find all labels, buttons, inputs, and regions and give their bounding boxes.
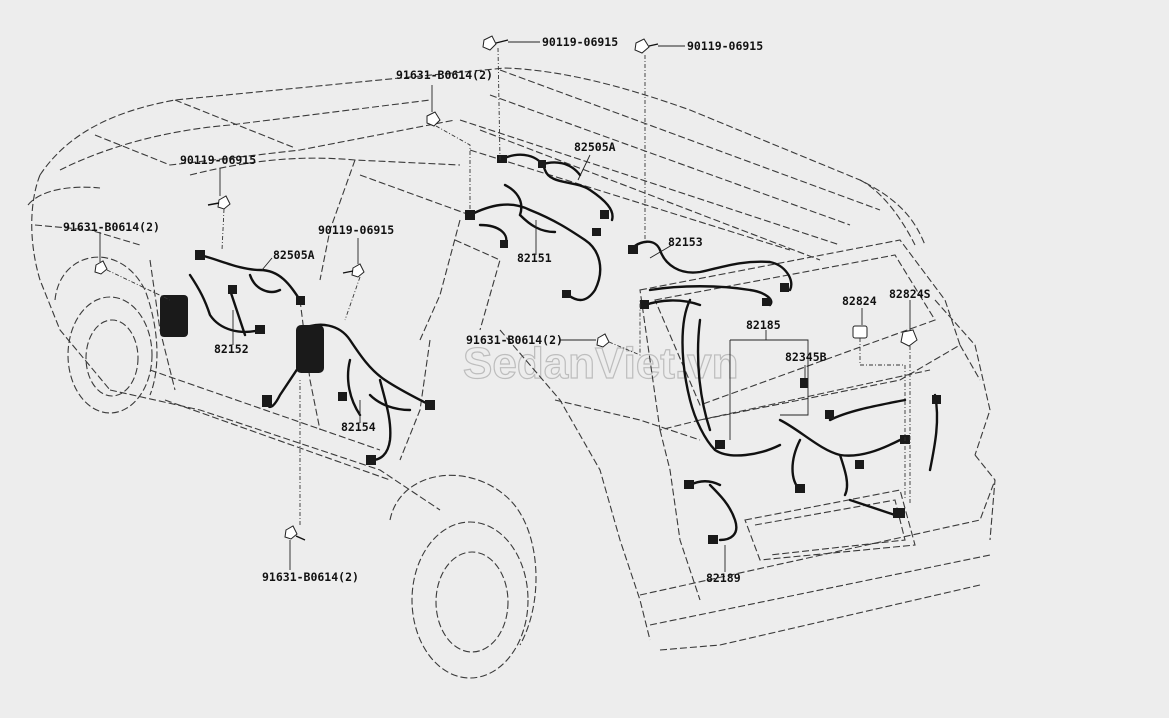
clip-icon-82824s <box>900 329 918 347</box>
label-82151: 82151 <box>517 251 552 265</box>
harness-82189 <box>684 393 941 544</box>
label-82185: 82185 <box>746 318 781 332</box>
clip-icon-82824 <box>852 325 868 339</box>
label-82345b: 82345B <box>785 350 827 364</box>
label-82152: 82152 <box>214 342 249 356</box>
label-82189: 82189 <box>706 571 741 585</box>
harness-82505a-roof <box>497 153 614 222</box>
vehicle-outline <box>27 67 996 679</box>
screw-icon-left <box>94 260 108 275</box>
part-labels: 90119-06915 90119-06915 91631-B0614(2) 9… <box>63 35 931 585</box>
label-top-bolt-1: 90119-06915 <box>542 35 618 49</box>
label-left-screw: 91631-B0614(2) <box>63 220 160 234</box>
harness-82152 <box>160 273 265 337</box>
label-bottom-screw: 91631-B0614(2) <box>262 570 359 584</box>
bolt-icon-top-2 <box>634 38 659 54</box>
label-82824s: 82824S <box>889 287 931 301</box>
label-82505a-side: 82505A <box>273 248 315 262</box>
screw-icon-center <box>596 333 610 348</box>
label-roof-screw: 91631-B0614(2) <box>396 68 493 82</box>
label-center-screw: 91631-B0614(2) <box>466 333 563 347</box>
screw-icon-roof <box>426 111 441 127</box>
harness-82505a-side <box>195 250 305 305</box>
bolt-icon-left <box>207 195 231 210</box>
screw-icon-bottom <box>284 525 306 541</box>
bolt-icon-top-1 <box>482 35 509 51</box>
label-82153: 82153 <box>668 235 703 249</box>
bolt-icon-mid <box>342 263 365 278</box>
harness-82185 <box>681 298 910 497</box>
harness-82153 <box>628 240 793 309</box>
label-mid-bolt: 90119-06915 <box>318 223 394 237</box>
label-82505a-roof: 82505A <box>574 140 616 154</box>
label-82154: 82154 <box>341 420 376 434</box>
label-82824: 82824 <box>842 294 877 308</box>
label-left-bolt-top: 90119-06915 <box>180 153 256 167</box>
harness-82154 <box>262 323 435 465</box>
connector-icon-82345b <box>800 378 808 388</box>
leader-lines <box>99 41 911 572</box>
label-top-bolt-2: 90119-06915 <box>687 39 763 53</box>
